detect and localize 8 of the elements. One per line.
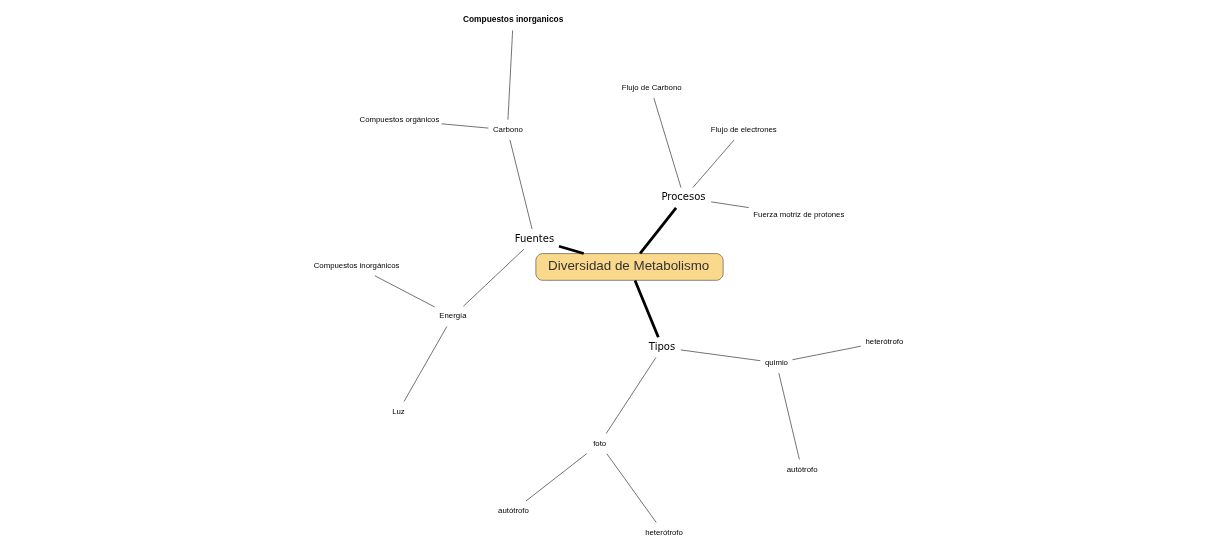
- connector: [633, 279, 660, 338]
- node-text: Tipos: [648, 340, 675, 352]
- node-box: Diversidad de Metabolismo: [535, 253, 723, 281]
- node-text: Procesos: [660, 191, 706, 203]
- connector: [558, 244, 584, 255]
- node-text: Compuestos inorganicos: [462, 13, 563, 24]
- node-text: Fuentes: [514, 232, 554, 244]
- connector: [638, 207, 677, 255]
